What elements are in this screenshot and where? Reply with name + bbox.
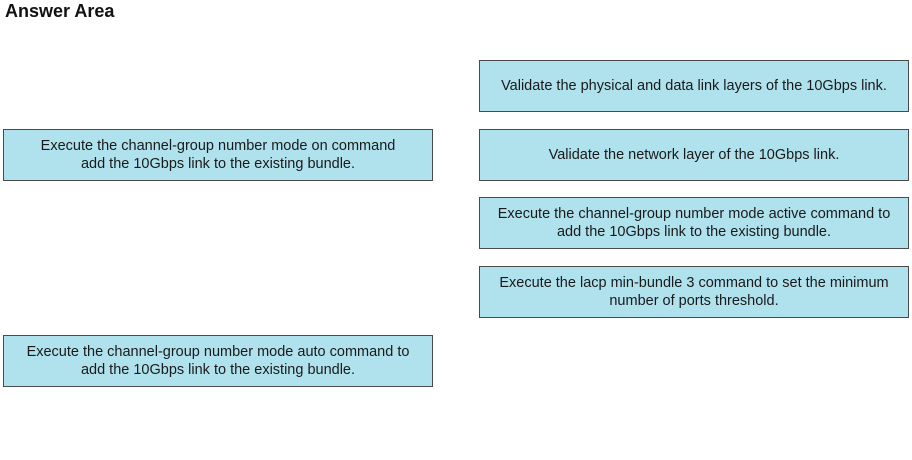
answer-area-title: Answer Area — [5, 1, 115, 21]
drag-item-mode-on[interactable]: Execute the channel-group number mode on… — [3, 129, 433, 181]
answer-step-1[interactable]: Validate the physical and data link laye… — [479, 60, 909, 112]
answer-step-4[interactable]: Execute the lacp min-bundle 3 command to… — [479, 266, 909, 318]
answer-step-3[interactable]: Execute the channel-group number mode ac… — [479, 197, 909, 249]
drag-item-mode-auto[interactable]: Execute the channel-group number mode au… — [3, 335, 433, 387]
answer-step-2[interactable]: Validate the network layer of the 10Gbps… — [479, 129, 909, 181]
